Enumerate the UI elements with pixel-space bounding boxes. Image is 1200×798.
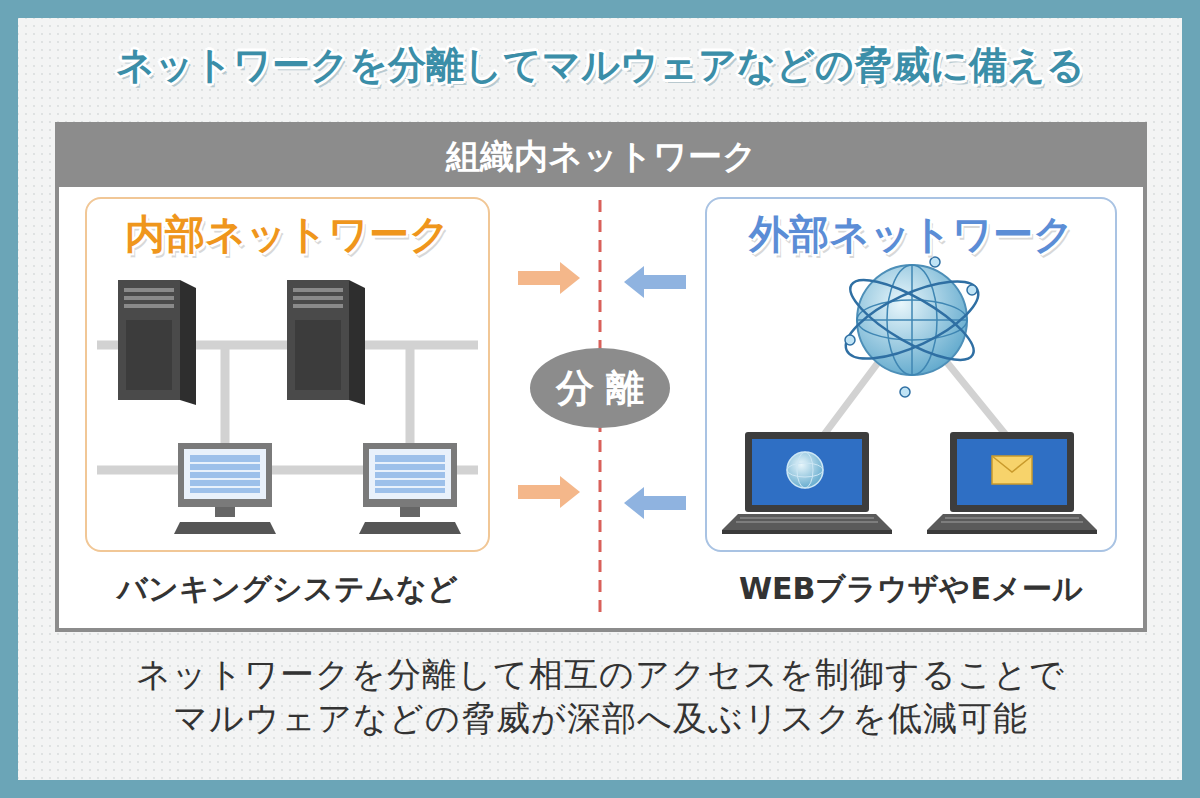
laptop <box>927 432 1097 534</box>
inner-ground <box>85 197 490 552</box>
network-caption: WEBブラウザやEメール <box>739 569 1083 610</box>
server <box>287 280 365 405</box>
server <box>118 280 196 405</box>
network-heading: 外部ネットワーク <box>749 207 1074 262</box>
network-heading: 内部ネットワーク <box>125 207 450 262</box>
laptop <box>722 432 892 534</box>
globe <box>836 257 988 397</box>
org-ground <box>57 124 1145 630</box>
title: ネットワークを分離してマルウェアなどの脅威に備える <box>116 40 1085 91</box>
org-network-box: 組織内ネットワーク内部ネットワークバンキングシステムなど 分離 外部ネットワーク WE… <box>55 122 1147 632</box>
separation-label: 分離 <box>556 363 656 414</box>
network-caption: バンキングシステムなど <box>117 569 458 610</box>
desktop-pc <box>359 443 461 534</box>
separation-ellipse: 分離 <box>530 348 670 428</box>
desktop-pc <box>174 443 276 534</box>
outer-ground <box>705 197 1117 552</box>
section-header: 組織内ネットワーク <box>59 126 1143 187</box>
caption: ネットワークを分離して相互のアクセスを制御することで マルウェアなどの脅威が深部… <box>60 652 1140 740</box>
network-box: 外部ネットワーク WEBブラウザやEメール <box>705 197 1117 617</box>
network-box: 内部ネットワークバンキングシステムなど <box>85 197 490 617</box>
background <box>18 18 1182 780</box>
